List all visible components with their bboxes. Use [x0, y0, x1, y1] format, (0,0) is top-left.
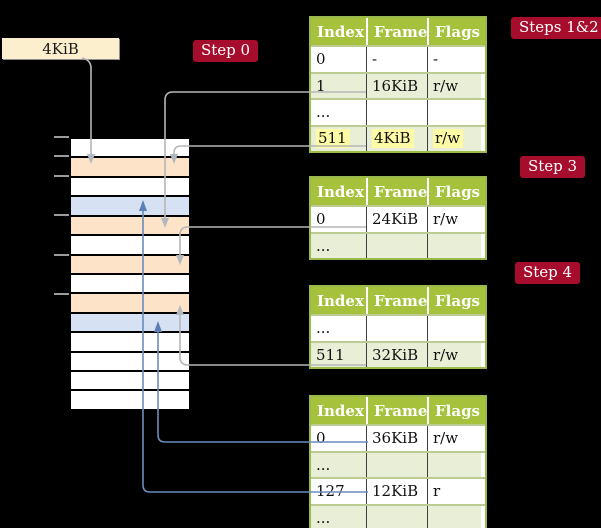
memory-frame-row-orange: [71, 158, 189, 178]
table-header-cell: Index: [317, 291, 364, 310]
table-row: ...: [311, 98, 485, 125]
table-cell: [427, 233, 481, 258]
memory-frame-row-white: [71, 372, 189, 392]
table-cell: r/w: [427, 126, 481, 151]
memory-frame-row-white: [71, 177, 189, 198]
memory-tick: [54, 214, 69, 216]
frame-address-label: 4KiB: [2, 38, 119, 59]
memory-frame-row-blue: [71, 313, 189, 334]
table-cell: [366, 233, 427, 258]
memory-frame-row-orange: [71, 294, 189, 314]
table-cell: 1: [311, 73, 366, 98]
table-cell: [427, 452, 481, 477]
highlighted-value: 4KiB: [372, 129, 414, 149]
table-cell: r/w: [427, 426, 481, 451]
table-row: ...: [311, 231, 485, 258]
table-header-cell: Frame: [366, 287, 427, 314]
table-cell: 24KiB: [366, 207, 427, 232]
table-header-cell: Frame: [366, 178, 427, 205]
badge-step-0: Step 0: [193, 40, 259, 62]
table-header-cell: Frame: [366, 18, 427, 45]
memory-frame-row-white: [71, 352, 189, 373]
table-row: 0--: [311, 45, 485, 72]
table-header-cell: Index: [317, 22, 364, 41]
table-cell: [366, 452, 427, 477]
table-header-cell: Index: [317, 401, 364, 420]
memory-frame-row-white: [71, 274, 189, 295]
table-cell: 4KiB: [366, 126, 427, 151]
table-cell: 0: [311, 426, 366, 451]
table-cell: 12KiB: [366, 479, 427, 504]
table-cell: ...: [311, 505, 366, 528]
table-header-cell: Frame: [366, 397, 427, 424]
table-cell: -: [366, 47, 427, 72]
memory-tick: [54, 293, 69, 295]
memory-tick: [54, 175, 69, 177]
table-cell: [427, 505, 481, 528]
highlighted-value: 511: [316, 129, 350, 149]
table-cell: ...: [311, 316, 366, 341]
table-cell: ...: [311, 233, 366, 258]
table-cell: r: [427, 479, 481, 504]
table-cell: [366, 316, 427, 341]
memory-frame-row-blue: [71, 197, 189, 217]
memory-tick: [54, 155, 69, 157]
table-row: 511 4KiB r/w: [311, 124, 485, 151]
table-cell: 36KiB: [366, 426, 427, 451]
table-row: ...: [311, 450, 485, 477]
table-cell: [366, 100, 427, 125]
table-header-cell: Index: [317, 182, 364, 201]
table-cell: ...: [311, 100, 366, 125]
badge-step-4: Step 4: [515, 262, 581, 284]
badge-step-3: Step 3: [520, 156, 586, 178]
memory-tick: [54, 254, 69, 256]
table-row: ...: [311, 503, 485, 528]
physical-memory-column: [69, 137, 191, 411]
table-cell: r/w: [427, 342, 481, 367]
memory-frame-row-white: [71, 236, 189, 256]
table-header-cell: Flags: [427, 397, 481, 424]
memory-frame-row-orange: [71, 255, 189, 275]
table-cell: 0: [311, 47, 366, 72]
table-cell: r/w: [427, 73, 481, 98]
memory-frame-row-orange: [71, 216, 189, 237]
badge-steps-1-2: Steps 1&2: [511, 17, 601, 39]
table-row: ...: [311, 314, 485, 341]
table-cell: 32KiB: [366, 342, 427, 367]
table-cell: 0: [311, 207, 366, 232]
highlighted-value: r/w: [433, 129, 464, 149]
table-cell: ...: [311, 452, 366, 477]
memory-frame-row-white: [71, 391, 189, 409]
memory-tick: [54, 136, 69, 138]
table-cell: 511: [311, 342, 366, 367]
table-cell: 511: [311, 126, 366, 151]
table-cell: [366, 505, 427, 528]
table-header-cell: Flags: [427, 287, 481, 314]
table-cell: -: [427, 47, 481, 72]
table-cell: [427, 316, 481, 341]
memory-frame-row-white: [71, 139, 189, 159]
table-cell: r/w: [427, 207, 481, 232]
table-cell: 127: [311, 479, 366, 504]
table-cell: 16KiB: [366, 73, 427, 98]
table-header-cell: Flags: [427, 18, 481, 45]
table-header-cell: Flags: [427, 178, 481, 205]
frame-address-text: 4KiB: [42, 39, 79, 58]
table-cell: [427, 100, 481, 125]
memory-frame-row-white: [71, 333, 189, 353]
